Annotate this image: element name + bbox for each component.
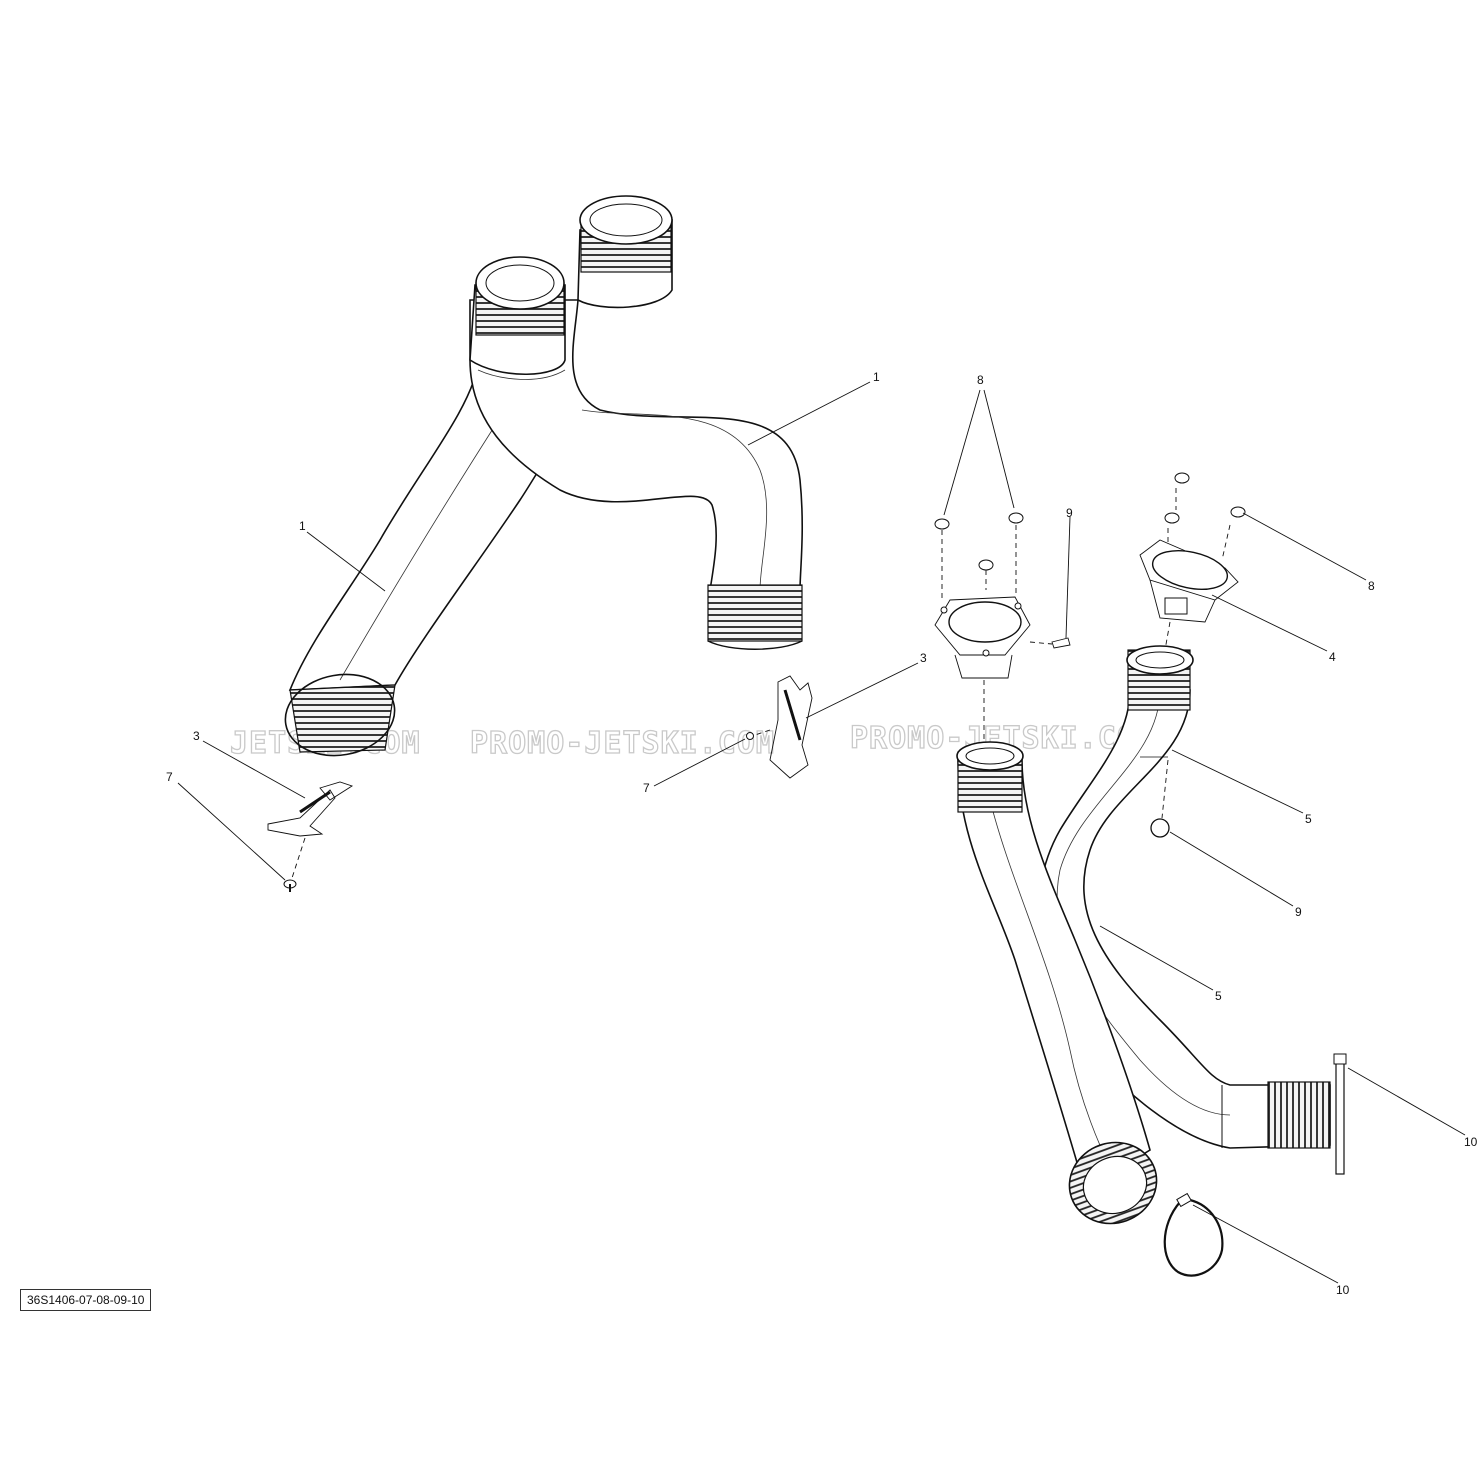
callout-3-left: 3 <box>193 729 200 743</box>
leader-lines <box>177 381 1466 1284</box>
callout-9-flange: 9 <box>1066 506 1073 520</box>
flange-right <box>1139 472 1246 651</box>
callout-10-tie: 10 <box>1464 1135 1478 1149</box>
callout-10-clamp: 10 <box>1336 1283 1350 1297</box>
callout-3-center: 3 <box>920 651 927 665</box>
upper-y-pipe <box>284 195 804 757</box>
screw-center <box>746 732 754 740</box>
callout-8-center: 8 <box>977 373 984 387</box>
clamp-center <box>751 675 813 779</box>
clamp-left <box>267 781 354 879</box>
callout-labels: 1 1 3 7 3 7 8 9 8 4 5 9 5 10 10 <box>166 370 1478 1297</box>
callout-5-lower: 5 <box>1215 989 1222 1003</box>
callout-1-upper: 1 <box>873 370 880 384</box>
callout-4: 4 <box>1329 650 1336 664</box>
callout-7-center: 7 <box>643 781 650 795</box>
diagram-reference-code: 36S1406-07-08-09-10 <box>20 1289 152 1311</box>
callout-8-right: 8 <box>1368 579 1375 593</box>
callout-5-upper: 5 <box>1305 812 1312 826</box>
callout-1-left: 1 <box>299 519 306 533</box>
screw-left <box>283 879 297 892</box>
callout-7-left: 7 <box>166 770 173 784</box>
flange-center <box>934 512 1071 745</box>
cable-tie <box>1333 1053 1347 1175</box>
lower-pipes <box>956 645 1331 1225</box>
watermark-2: PROMO-JETSKI.COM <box>470 726 775 761</box>
callout-9-pipe: 9 <box>1295 905 1302 919</box>
hose-clamp <box>1163 1192 1224 1277</box>
